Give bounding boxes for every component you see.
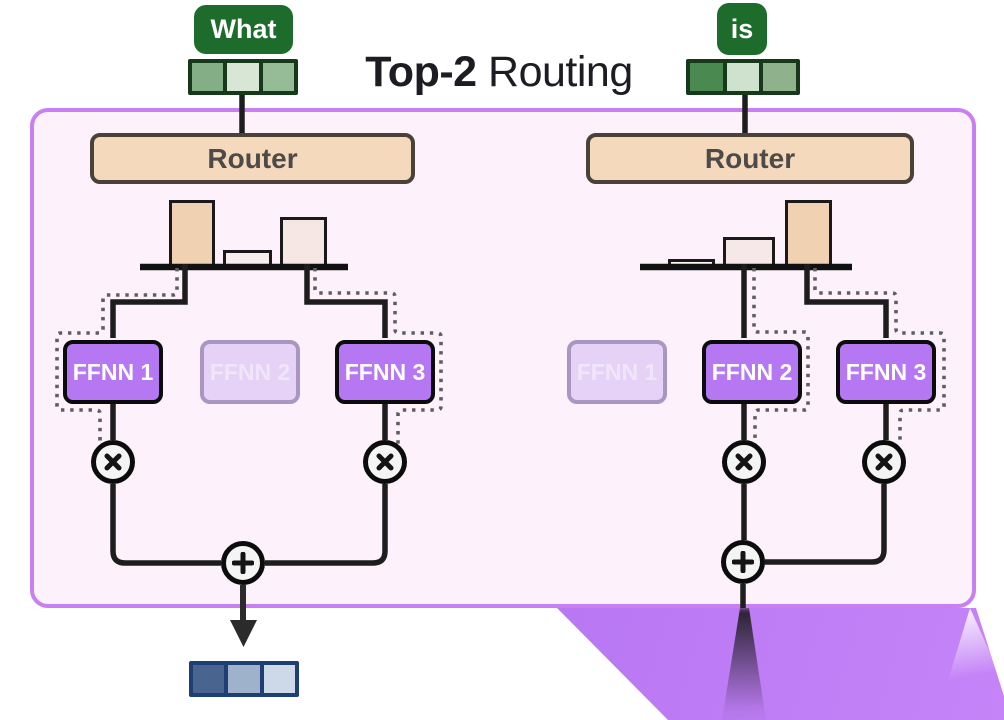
router-prob-bar xyxy=(668,259,715,267)
expert-ffnn3-right: FFNN 3 xyxy=(836,340,936,404)
multiply-node xyxy=(363,440,407,484)
embedding-cell xyxy=(690,63,723,91)
embedding-cell xyxy=(223,63,259,91)
expert-ffnn2-right: FFNN 2 xyxy=(702,340,802,404)
multiply-icon xyxy=(875,453,893,471)
router-prob-bar xyxy=(785,200,832,267)
multiply-icon xyxy=(104,453,122,471)
expert-ffnn1-left: FFNN 1 xyxy=(63,340,163,404)
embedding-cell xyxy=(259,665,295,693)
add-node xyxy=(221,541,265,585)
multiply-node xyxy=(91,440,135,484)
embedding-cell xyxy=(224,665,260,693)
router-left: Router xyxy=(90,133,415,184)
embedding-cell xyxy=(722,63,760,91)
expert-ffnn1-right: FFNN 1 xyxy=(567,340,667,404)
plus-icon xyxy=(232,552,254,574)
multiply-node xyxy=(862,440,906,484)
router-prob-bar xyxy=(223,250,272,267)
add-node xyxy=(721,540,765,584)
token-label-is: is xyxy=(717,3,767,55)
zoom-continuation-wedge xyxy=(557,608,1004,720)
plus-icon xyxy=(732,551,754,573)
output-arrowhead xyxy=(230,620,257,647)
token-embedding-is xyxy=(686,59,800,95)
title-regular-part: Routing xyxy=(476,48,633,96)
embedding-cell xyxy=(258,63,294,91)
multiply-node xyxy=(722,440,766,484)
embedding-cell xyxy=(193,665,225,693)
title-bold-part: Top-2 xyxy=(365,48,477,96)
token-embedding-what xyxy=(188,59,298,95)
router-prob-bar xyxy=(169,200,215,267)
page-title: Top-2 Routing xyxy=(289,48,709,97)
output-embedding xyxy=(189,661,299,697)
multiply-icon xyxy=(735,453,753,471)
multiply-icon xyxy=(376,453,394,471)
embedding-cell xyxy=(759,63,797,91)
router-prob-bar xyxy=(280,217,327,267)
expert-ffnn3-left: FFNN 3 xyxy=(335,340,435,404)
expert-ffnn2-left: FFNN 2 xyxy=(200,340,300,404)
embedding-cell xyxy=(192,63,224,91)
router-prob-bar xyxy=(723,237,775,267)
router-right: Router xyxy=(586,133,914,184)
token-label-what: What xyxy=(194,5,293,54)
